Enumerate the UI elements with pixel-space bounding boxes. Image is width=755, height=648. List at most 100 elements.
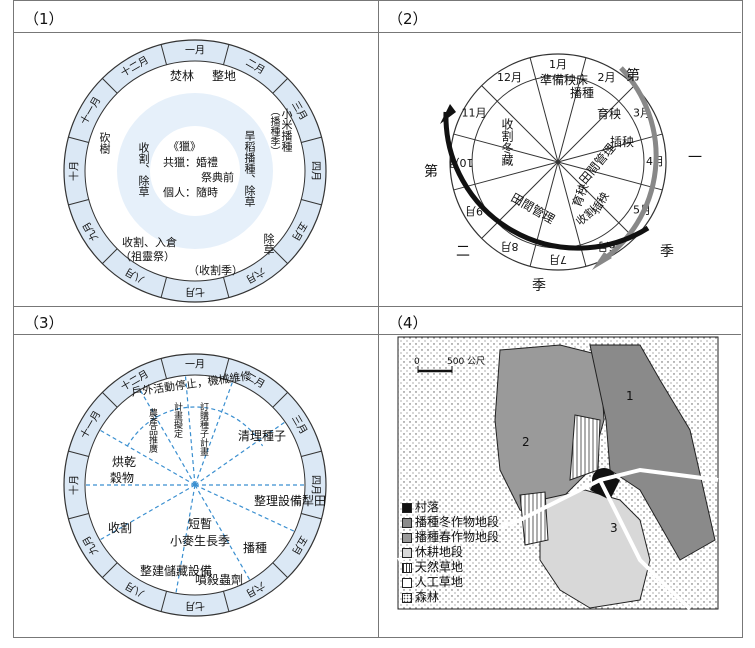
- legend-forest: 森林: [402, 590, 499, 605]
- p3-plan: 計畫擬定: [172, 402, 182, 438]
- p2-spoke-spoke: [557, 57, 587, 163]
- p3-spoke: [102, 562, 118, 578]
- legend-swatch-artificial-grass: [402, 577, 412, 588]
- p2-seedling: 育秧: [597, 106, 621, 121]
- p1-harvest-store: 收割、入倉: [122, 235, 177, 249]
- p1-spoke: [272, 78, 288, 94]
- panel-1-label: （1）: [24, 10, 64, 28]
- p3-month-label: 十月: [68, 475, 81, 495]
- p1-harvest-weed: 收割、除草: [137, 142, 150, 197]
- legend-artificial-grass: 人工草地: [402, 575, 499, 590]
- p4-legend: 村落 播種冬作物地段 播種春作物地段 休耕地段 天然草地 人工草地 森林: [402, 500, 499, 605]
- p2-season1-a: 第: [626, 67, 640, 84]
- p3-clean-seed: 清理種子: [238, 429, 286, 443]
- p2-season1-b: 一: [688, 150, 702, 166]
- p2-spoke-spoke: [481, 161, 559, 239]
- p2-month-label: 9月: [465, 205, 483, 218]
- p1-weeding: 除草: [262, 233, 275, 255]
- p2-season2-c: 季: [532, 278, 546, 294]
- p2-spoke-spoke: [557, 85, 635, 163]
- p1-burn-forest: 焚林: [170, 69, 194, 83]
- p3-month-label: 四月: [310, 475, 322, 495]
- p2-spoke-spoke: [557, 161, 635, 239]
- p2-month-label: 2月: [598, 71, 616, 84]
- p1-spoke: [301, 136, 322, 144]
- p3-short: 短暫: [188, 516, 212, 531]
- p1-millet-sowing: 小米播種: [280, 108, 293, 152]
- p1-hunt-line2: 祭典前: [201, 170, 234, 184]
- p3-inner-arc: [126, 406, 264, 447]
- p1-spoke: [301, 198, 322, 206]
- p2-season2-a: 第: [424, 163, 438, 180]
- p3-wheat-season: 小麥生長季: [170, 534, 230, 548]
- legend-swatch-village: [402, 502, 412, 513]
- p2-prepare: 準備秧床: [540, 72, 588, 87]
- p3-harvest: 收割: [108, 520, 132, 535]
- panel-2-label: （2）: [388, 10, 428, 28]
- panel-3-label: （3）: [24, 314, 64, 332]
- p1-spoke: [68, 136, 89, 144]
- p2-month-label: 8月: [501, 240, 519, 253]
- p3-marketing: 農產品推廣: [147, 408, 157, 453]
- p3-sector-divider: [194, 381, 234, 486]
- legend-swatch-spring: [402, 532, 412, 543]
- p4-zone-1: 1: [626, 389, 634, 403]
- p3-prep-field: 整理設備犁田: [254, 493, 326, 508]
- p1-month-label: 四月: [310, 161, 322, 181]
- p1-month-label: 十月: [68, 161, 81, 181]
- p3-spoke: [222, 358, 230, 379]
- p3-storage: 整建儲藏設備: [140, 563, 212, 578]
- p3-dry: 烘乾: [112, 455, 136, 469]
- p1-harvest-season: （收割季）: [188, 263, 243, 277]
- p2-month-label: 7月: [549, 253, 567, 266]
- p1-month-label: 七月: [185, 286, 205, 298]
- p3-month-label: 七月: [185, 600, 205, 612]
- p3-pesticide: 噴殺蟲劑: [195, 572, 243, 587]
- p1-spoke: [160, 277, 168, 298]
- p2-spoke-spoke: [529, 161, 559, 267]
- p1-clear-land: 整地: [212, 68, 236, 83]
- p4-scale-label: 500 公尺: [447, 356, 485, 367]
- p3-spoke: [102, 392, 118, 408]
- p2-spoke-spoke: [453, 133, 559, 163]
- p1-spoke: [272, 248, 288, 264]
- p3-spoke: [272, 562, 288, 578]
- p1-millet-season: （播種季）: [268, 106, 279, 156]
- legend-swatch-fallow: [402, 547, 412, 558]
- legend-village: 村落: [402, 500, 499, 515]
- p2-season1-c: 季: [660, 244, 674, 260]
- p3-order-seed: 訂購種子計畫: [198, 402, 208, 456]
- p1-spoke: [160, 44, 168, 65]
- p2-winter-harvest: 收割冬藏: [500, 118, 514, 166]
- panel-4-label: （4）: [388, 314, 428, 332]
- p2-spoke-spoke: [453, 161, 559, 191]
- p4-scale-zero: 0: [414, 357, 420, 367]
- p1-hunt-title: 《獵》: [168, 140, 201, 153]
- p2-month-label: 11月: [461, 107, 486, 120]
- p1-cut-trees: 砍樹: [98, 132, 111, 154]
- p1-spoke: [222, 44, 230, 65]
- p3-month-label: 一月: [185, 359, 205, 371]
- legend-fallow: 休耕地段: [402, 545, 499, 560]
- p3-spoke: [301, 450, 322, 458]
- p2-sowing: 播種: [570, 86, 594, 100]
- p1-spoke: [68, 198, 89, 206]
- p2-spoke-spoke: [481, 85, 559, 163]
- p1-spoke: [222, 277, 230, 298]
- p3-sector-divider: [194, 484, 251, 581]
- p3-spoke: [68, 450, 89, 458]
- p3-spoke: [160, 358, 168, 379]
- p3-sector-divider: [99, 429, 196, 486]
- p3-sector-divider: [194, 484, 295, 533]
- p3-sector-divider: [99, 484, 196, 541]
- p3-spoke: [160, 591, 168, 612]
- p2-spoke-spoke: [529, 57, 559, 163]
- p2-spoke-spoke: [557, 161, 663, 191]
- p3-spoke: [301, 512, 322, 520]
- legend-swatch-natural-grass: [402, 562, 412, 573]
